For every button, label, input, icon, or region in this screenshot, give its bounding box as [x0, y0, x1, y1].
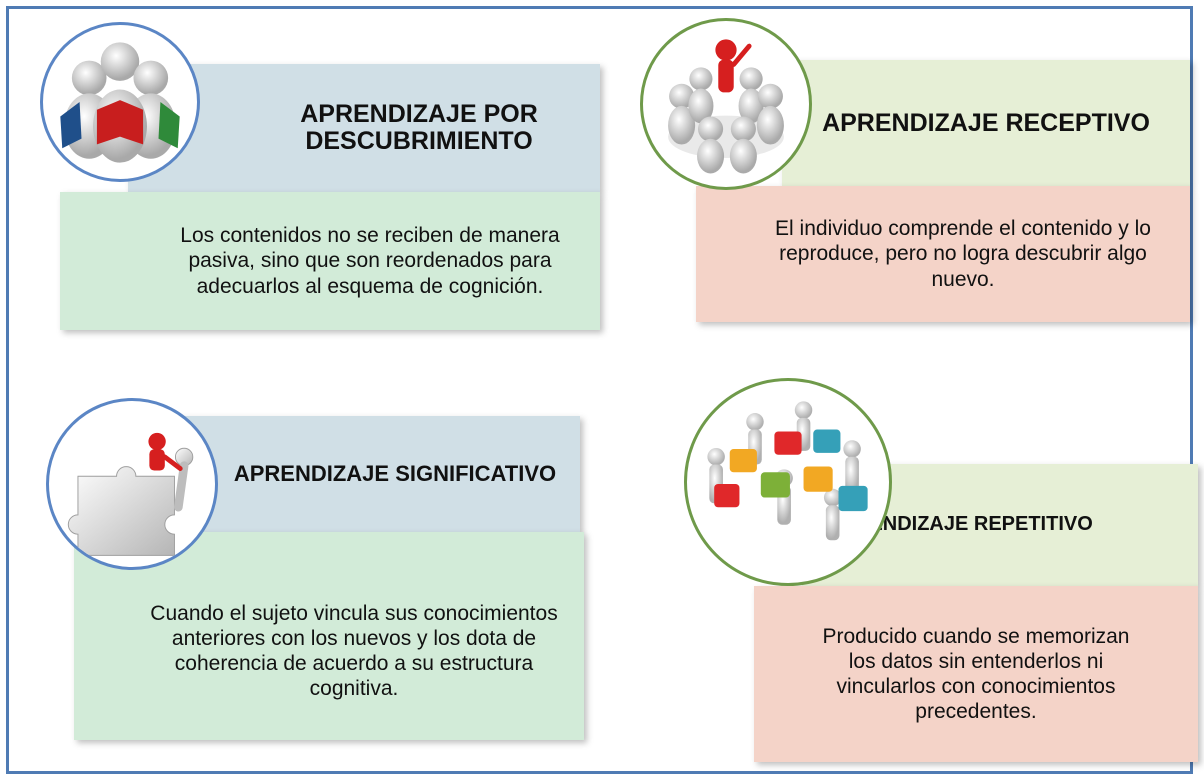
- card-3-title: APRENDIZAJE SIGNIFICATIVO: [233, 461, 557, 487]
- card-1-description: Los contenidos no se reciben de manera p…: [180, 224, 560, 298]
- card-3-description-box: Cuando el sujeto vincula sus conocimient…: [74, 532, 584, 740]
- card-2-title-box: APRENDIZAJE RECEPTIVO: [782, 60, 1190, 186]
- card-2-title: APRENDIZAJE RECEPTIVO: [822, 108, 1150, 137]
- card-2-description: El individuo comprende el contenido y lo…: [775, 217, 1151, 291]
- group-listening-speaker-icon: [640, 18, 812, 190]
- card-1-title-box: APRENDIZAJE POR DESCUBRIMIENTO: [128, 64, 600, 192]
- card-2-description-box: El individuo comprende el contenido y lo…: [696, 186, 1190, 322]
- card-1-description-box: Los contenidos no se reciben de manera p…: [60, 192, 600, 330]
- card-3-description: Cuando el sujeto vincula sus conocimient…: [150, 601, 558, 701]
- puzzle-climber-icon: [46, 398, 218, 570]
- people-holding-puzzle-pieces-icon: [684, 378, 892, 586]
- card-4-description: Producido cuando se memorizan los datos …: [822, 624, 1130, 724]
- card-1-title: APRENDIZAJE POR DESCUBRIMIENTO: [300, 100, 538, 155]
- card-4-description-box: Producido cuando se memorizan los datos …: [754, 586, 1198, 762]
- people-reading-books-icon: [40, 22, 200, 182]
- card-4-title: APRENDIZAJE REPETITIVO: [827, 513, 1093, 536]
